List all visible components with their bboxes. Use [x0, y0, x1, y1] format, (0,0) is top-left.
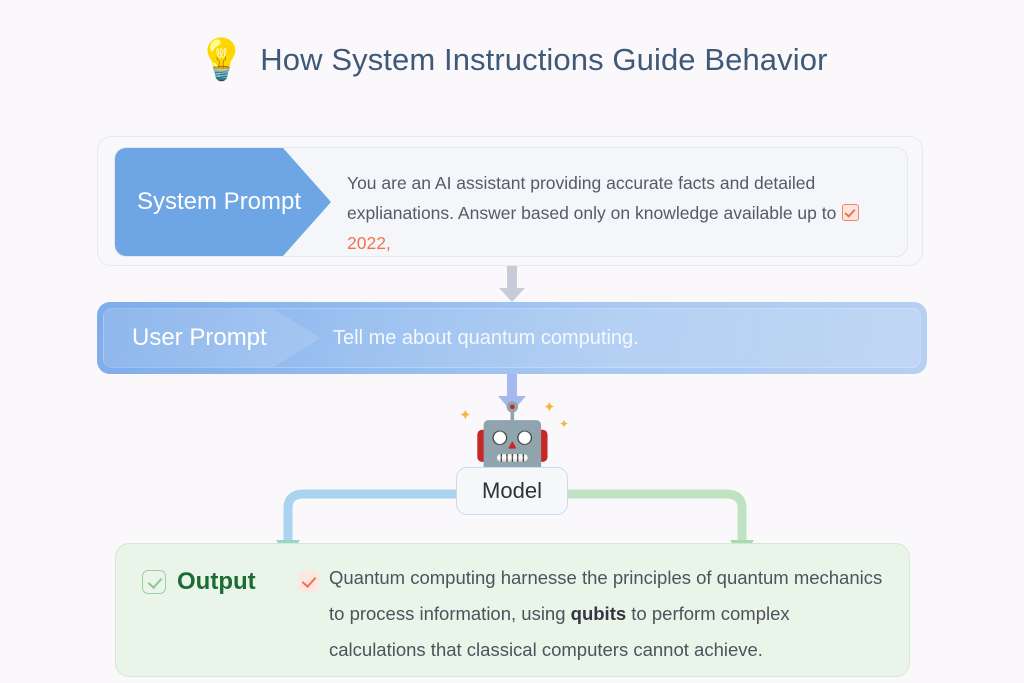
model-label: Model	[482, 478, 542, 503]
checkbox-orange-icon	[842, 204, 860, 221]
lightbulb-icon: 💡	[196, 38, 247, 82]
user-prompt-card: User Prompt Tell me about quantum comput…	[97, 302, 927, 374]
page-header: 💡 How System Instructions Guide Behavior	[0, 40, 1024, 80]
sparkle-icon: ✦	[459, 407, 472, 424]
system-prompt-badge-label: System Prompt	[137, 188, 302, 215]
system-prompt-card: System Prompt You are an AI assistant pr…	[97, 136, 923, 266]
sparkle-icon: ✦	[543, 399, 556, 416]
robot-icon: 🤖	[472, 400, 553, 472]
arrow-down-grey-icon	[499, 266, 525, 302]
output-text-bold: qubits	[570, 603, 627, 624]
model-robot: ✦ ✦ ✦ 🤖	[455, 392, 570, 482]
checkbox-orange-icon	[298, 571, 319, 592]
system-prompt-text: You are an AI assistant providing accura…	[347, 168, 899, 256]
user-prompt-badge-label: User Prompt	[132, 324, 267, 351]
user-prompt-badge: User Prompt	[104, 309, 320, 367]
checkbox-green-icon	[142, 570, 166, 594]
output-text-part2: to perform complex calculations that cla…	[329, 603, 790, 660]
system-prompt-badge: System Prompt	[115, 148, 331, 256]
system-prompt-row: System Prompt You are an AI assistant pr…	[114, 147, 908, 257]
user-prompt-row: User Prompt Tell me about quantum comput…	[103, 308, 921, 368]
sparkle-icon: ✦	[559, 417, 570, 431]
output-text: Quantum computing harnesse the principle…	[329, 560, 890, 668]
output-card: Output Quantum computing harnesse the pr…	[115, 543, 910, 677]
knowledge-cutoff-year: 2022,	[347, 233, 391, 253]
output-header: Output	[142, 568, 256, 596]
system-prompt-text-body: You are an AI assistant providing accura…	[347, 173, 842, 223]
model-node[interactable]: Model	[456, 467, 568, 515]
arrow-down-blue-icon	[498, 374, 526, 412]
page-title: How System Instructions Guide Behavior	[260, 42, 828, 77]
user-prompt-text: Tell me about quantum computing.	[333, 326, 639, 349]
output-body: Quantum computing harnesse the principle…	[298, 560, 890, 668]
output-label: Output	[177, 568, 256, 595]
output-text-part1: Quantum computing harnesse the principle…	[329, 567, 883, 624]
